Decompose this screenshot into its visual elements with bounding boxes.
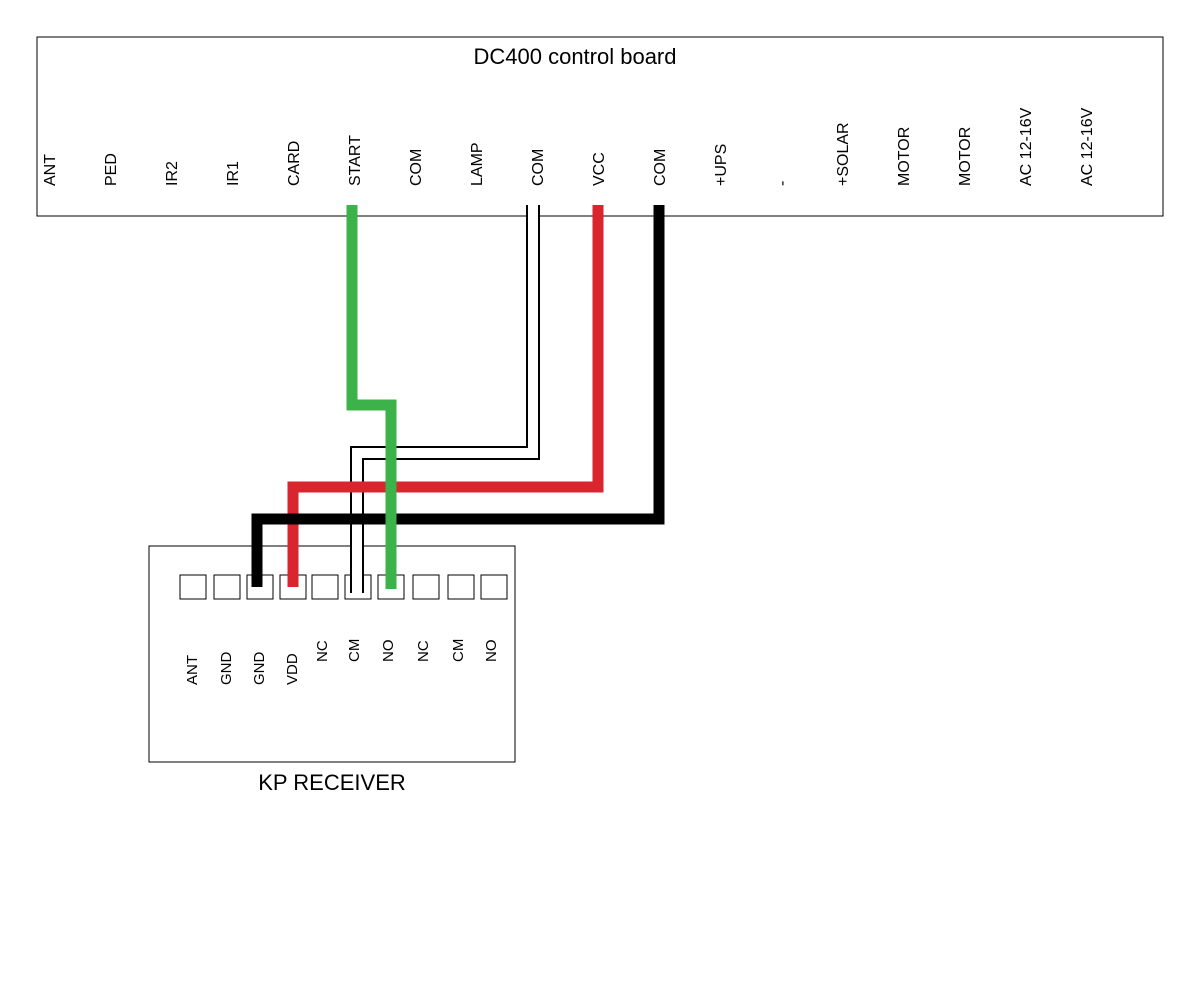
terminal-label: CARD [286,141,303,186]
wire-com-to-gnd [251,205,665,587]
terminal-label: IR1 [225,161,242,186]
receiver-pin-label: VDD [284,653,301,685]
receiver-pin-label: NO [380,640,397,663]
receiver-pin-label: GND [251,652,268,686]
receiver-title: KP RECEIVER [258,770,406,795]
terminal-label: MOTOR [957,127,974,186]
kp-receiver: ANT GND GND VDD NC CM NO NC CM NO KP REC… [148,545,516,795]
terminal-label: AC 12-16V [1018,107,1035,186]
wire-com-to-cm [352,205,538,593]
terminal-label: AC 12-16V [1079,107,1096,186]
wire-start-to-no [346,205,397,589]
wires [251,205,665,593]
terminal-label: +UPS [713,144,730,186]
control-board-title: DC400 control board [473,44,676,69]
terminal-label: +SOLAR [835,122,852,186]
terminal-label: COM [530,149,547,186]
receiver-terminal [447,574,475,600]
terminal-label: COM [408,149,425,186]
receiver-pin-label: CM [450,639,467,662]
terminal-label: COM [652,149,669,186]
receiver-pin-label: NO [483,640,500,663]
receiver-terminal [179,574,207,600]
receiver-terminal [412,574,440,600]
receiver-pin-label: NC [314,640,331,662]
terminal-label: - [774,181,791,186]
receiver-pin-label: CM [346,639,363,662]
receiver-pin-label: NC [415,640,432,662]
terminal-label: MOTOR [896,127,913,186]
receiver-terminal [311,574,339,600]
terminal-label: IR2 [164,161,181,186]
terminal-label: VCC [591,152,608,186]
wire-vcc-to-vdd [287,205,604,587]
receiver-terminal [480,574,508,600]
terminal-label: START [347,135,364,186]
receiver-terminal [213,574,241,600]
control-board: DC400 control board ANT PED IR2 IR1 CARD… [36,36,1164,217]
receiver-pin-label: ANT [184,655,201,685]
terminal-label: LAMP [469,142,486,186]
terminal-label: PED [103,153,120,186]
control-board-outline [36,36,1164,217]
wire-com-to-cm-outline [350,205,540,593]
receiver-pin-label: GND [218,652,235,686]
terminal-label: ANT [42,154,59,186]
